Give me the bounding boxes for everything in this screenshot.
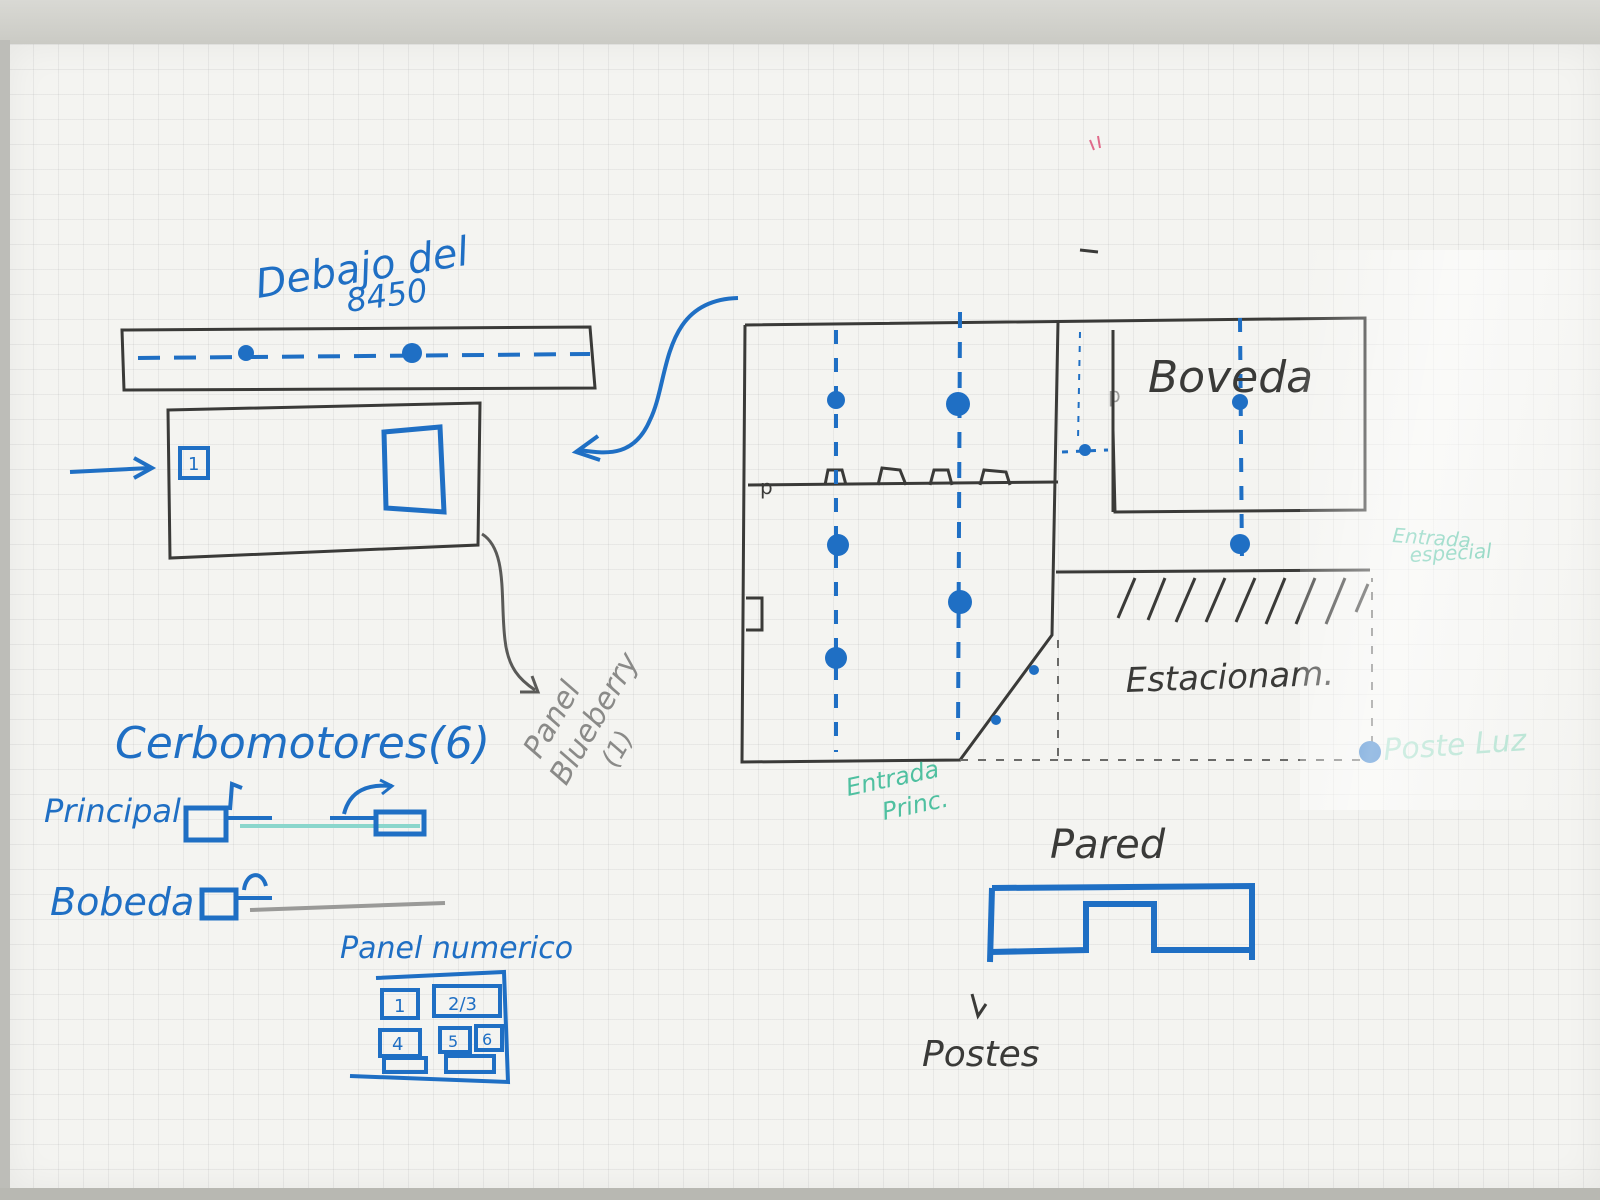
key-6: 6 [482, 1030, 492, 1049]
light-dot [827, 534, 849, 556]
key-4: 4 [392, 1034, 403, 1055]
label-poste-luz: Poste Luz [1382, 723, 1529, 768]
light-dot [1079, 444, 1091, 456]
strip-dot-left [238, 345, 254, 361]
label-postes: Postes [922, 1034, 1040, 1075]
postes-pointer [970, 993, 988, 1020]
panel-pointer [481, 532, 536, 692]
light-dot [825, 647, 847, 669]
label-bobeda: Bobeda [50, 880, 194, 924]
curved-arrow [579, 296, 739, 455]
panel-blueberry-label: Panel Blueberry (1) [517, 645, 647, 790]
light-dot [946, 392, 970, 416]
top-strip [120, 325, 597, 392]
keypad: 1 2/3 4 5 6 [349, 969, 511, 1085]
key-5: 5 [448, 1032, 458, 1051]
label-principal: Principal [44, 792, 181, 830]
light-dot [1029, 665, 1039, 675]
stray-mark [1089, 135, 1101, 151]
light-dot [991, 715, 1001, 725]
servo-bobeda [199, 873, 446, 921]
stray-mark [1079, 248, 1099, 254]
light-dot [948, 590, 972, 614]
poste-luz-dot [1359, 741, 1381, 763]
whiteboard-left-frame [0, 40, 10, 1200]
label-estacionamiento: Estacionam. [1125, 654, 1335, 701]
key-2-3: 2/3 [448, 994, 477, 1015]
pared-diagram [987, 882, 1255, 963]
label-cerbomotores: Cerbomotores(6) [115, 718, 490, 769]
light-dot [1230, 534, 1250, 554]
svg-text:p: p [760, 475, 773, 499]
strip-dot-right [402, 343, 422, 363]
label-pared: Pared [1050, 822, 1166, 868]
light-dot [827, 391, 845, 409]
lower-room: 1 [69, 401, 482, 560]
door-marker-label: 1 [188, 454, 199, 475]
label-entrada-especial-2: especial [1409, 539, 1493, 567]
light-dot [1232, 394, 1248, 410]
label-panel-numerico: Panel numerico [340, 931, 573, 966]
whiteboard-top-rail [0, 0, 1600, 48]
label-boveda: Boveda [1148, 352, 1313, 403]
servo-principal [183, 778, 427, 843]
whiteboard-bottom-rail [0, 1188, 1600, 1200]
key-1: 1 [394, 996, 405, 1017]
